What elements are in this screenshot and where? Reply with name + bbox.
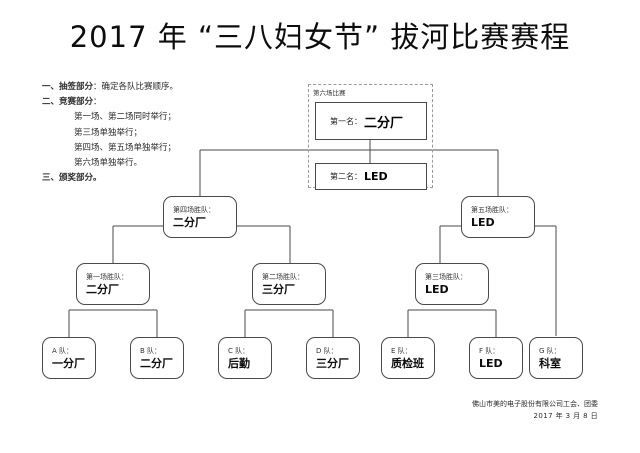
team-box-b-label: B 队：: [140, 346, 162, 355]
semifinal-box-4[interactable]: 第四场胜队： 二分厂: [163, 196, 237, 238]
procedure-notes: 一、抽签部分：确定各队比赛顺序。 二、竞赛部分： 第一场、第二场同时举行； 第三…: [42, 80, 282, 186]
final-first-place-value: 二分厂: [364, 115, 404, 131]
note-item-1-body: ：确定各队比赛顺序。: [93, 82, 179, 92]
quarterfinal-box-2[interactable]: 第二场胜队： 三分厂: [252, 263, 326, 305]
note-item-2-body: ：: [93, 97, 102, 108]
semifinal-box-5[interactable]: 第五场胜队： LED: [461, 196, 535, 238]
team-box-f-label: F 队：: [479, 346, 500, 355]
quarterfinal-box-3[interactable]: 第三场胜队： LED: [415, 263, 489, 305]
note-subitem: 第四场、第五场单独举行；: [74, 142, 177, 153]
final-first-place-box[interactable]: 第一名： 二分厂: [315, 102, 427, 140]
quarterfinal-box-1[interactable]: 第一场胜队： 二分厂: [76, 263, 150, 305]
team-box-c-label: C 队：: [228, 346, 250, 355]
note-item-1-head: 一、抽签部分: [42, 82, 94, 92]
team-box-g[interactable]: G 队： 科室: [529, 337, 583, 379]
final-second-place-label: 第二名：: [330, 172, 362, 181]
team-box-b-value: 二分厂: [140, 356, 173, 370]
team-box-c[interactable]: C 队： 后勤: [218, 337, 272, 379]
team-box-f-value: LED: [479, 356, 503, 370]
team-box-a[interactable]: A 队： 一分厂: [42, 337, 96, 379]
semifinal-box-5-value: LED: [471, 215, 495, 229]
quarterfinal-box-1-label: 第一场胜队：: [86, 272, 128, 281]
note-subitem: 第六场单独举行。: [74, 158, 143, 169]
note-item-1: 一、抽签部分：确定各队比赛顺序。: [42, 80, 282, 95]
note-subitem: 第三场单独举行；: [74, 127, 143, 138]
team-box-e-value: 质检班: [391, 356, 424, 370]
final-second-place-value: LED: [364, 170, 388, 183]
semifinal-box-4-label: 第四场胜队：: [173, 205, 215, 214]
semifinal-box-5-label: 第五场胜队：: [471, 205, 513, 214]
team-box-c-value: 后勤: [228, 356, 250, 370]
team-box-e-label: E 队：: [391, 346, 412, 355]
note-item-3-head: 三、颁奖部分。: [42, 173, 102, 184]
team-box-d-label: D 队：: [316, 346, 338, 355]
quarterfinal-box-3-value: LED: [425, 282, 449, 296]
team-box-d[interactable]: D 队： 三分厂: [306, 337, 360, 379]
team-box-e[interactable]: E 队： 质检班: [381, 337, 435, 379]
page-title: 2017 年 “三八妇女节” 拔河比赛赛程: [69, 20, 571, 54]
team-box-b[interactable]: B 队： 二分厂: [130, 337, 184, 379]
note-subitem: 第一场、第二场同时举行；: [74, 112, 177, 123]
team-box-f[interactable]: F 队： LED: [469, 337, 523, 379]
semifinal-box-4-value: 二分厂: [173, 215, 206, 229]
team-box-a-label: A 队：: [52, 346, 74, 355]
final-second-place-box[interactable]: 第二名： LED: [315, 163, 427, 190]
quarterfinal-box-2-value: 三分厂: [262, 282, 295, 296]
note-item-2-head: 二、竞赛部分: [42, 97, 94, 108]
note-item-2: 二、竞赛部分：: [42, 95, 282, 110]
quarterfinal-box-1-value: 二分厂: [86, 282, 119, 296]
final-first-place-label: 第一名：: [330, 116, 362, 126]
footer-date: 2017 年 3 月 8 日: [533, 412, 598, 420]
footer: 佛山市美的电子股份有限公司工会、团委 2017 年 3 月 8 日: [472, 398, 598, 422]
quarterfinal-box-3-label: 第三场胜队：: [425, 272, 467, 281]
quarterfinal-box-2-label: 第二场胜队：: [262, 272, 304, 281]
footer-organization: 佛山市美的电子股份有限公司工会、团委: [472, 400, 598, 408]
team-box-d-value: 三分厂: [316, 356, 349, 370]
team-box-g-label: G 队：: [539, 346, 561, 355]
team-box-a-value: 一分厂: [52, 356, 85, 370]
team-box-g-value: 科室: [539, 356, 561, 370]
final-match-group-label: 第六场比赛: [313, 89, 346, 97]
note-item-3: 三、颁奖部分。: [42, 171, 282, 186]
